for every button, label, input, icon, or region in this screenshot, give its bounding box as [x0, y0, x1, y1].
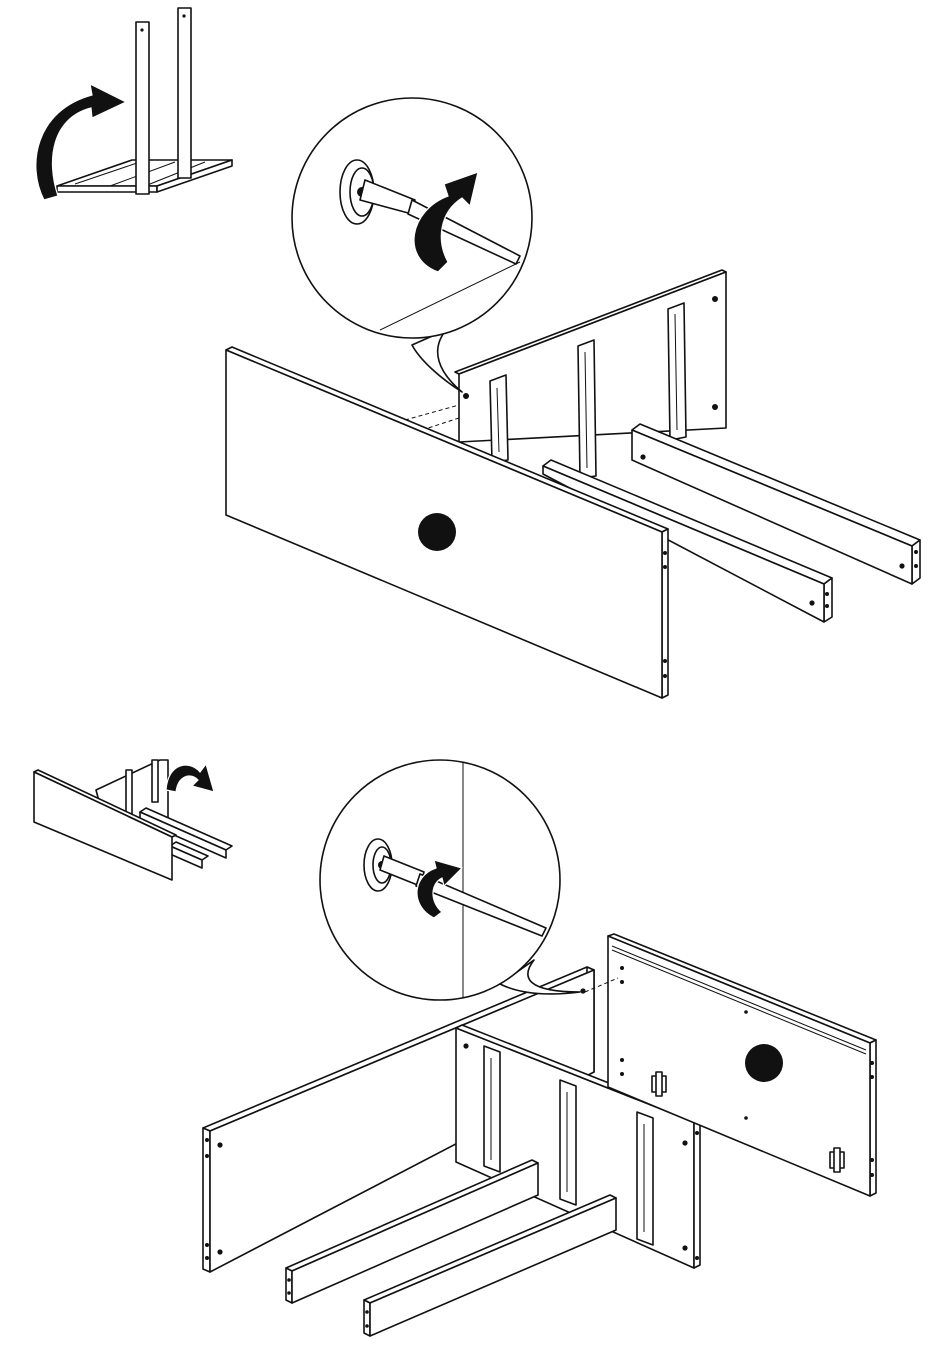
- rotate-arrow-icon: [166, 764, 214, 792]
- cam-lock-callout: [320, 760, 580, 1000]
- cam-lock-callout: [292, 98, 532, 392]
- step-upper-thumbnail: [36, 8, 232, 200]
- black-dot-marker: [418, 513, 456, 551]
- black-dot-marker: [745, 1044, 783, 1082]
- step-lower-thumbnail: [34, 760, 232, 880]
